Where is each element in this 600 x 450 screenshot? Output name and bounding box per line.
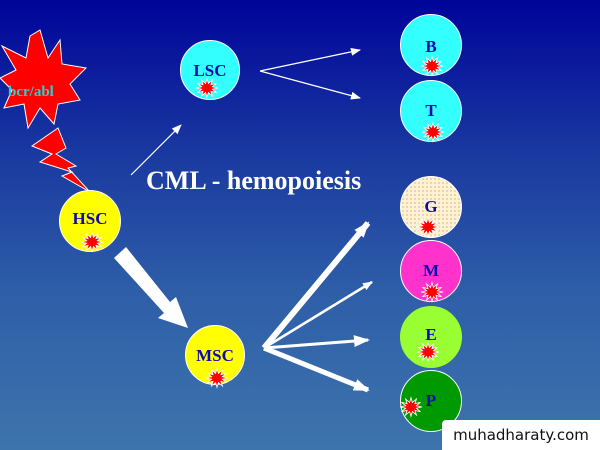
cell-t: T <box>400 80 462 142</box>
cell-t-label: T <box>425 101 437 120</box>
cell-b-label: B <box>425 37 437 56</box>
cell-msc: MSC <box>185 325 245 385</box>
arrow-lsc-to-b <box>259 47 361 72</box>
arrow-msc-to-e <box>263 335 370 350</box>
bcr-abl-label: bcr/abl <box>8 84 54 100</box>
arrow-hsc-to-lsc <box>130 124 182 176</box>
cell-m: M <box>400 240 462 302</box>
cell-m-label: M <box>422 261 440 280</box>
cell-g-label: G <box>424 197 438 216</box>
cell-g: G <box>400 176 462 238</box>
lightning-bolt-icon <box>30 127 91 193</box>
arrow-lsc-to-t <box>259 70 361 100</box>
cell-lsc-label: LSC <box>193 61 227 80</box>
cell-b: B <box>400 14 462 76</box>
cell-lsc: LSC <box>180 40 240 100</box>
diagram-title: CML - hemopoiesis <box>146 166 362 195</box>
cell-hsc-label: HSC <box>72 209 108 228</box>
watermark: muhadharaty.com <box>442 420 600 450</box>
cell-hsc: HSC <box>59 190 121 252</box>
cell-p-label: P <box>425 391 437 410</box>
bcr-abl-burst-icon <box>0 29 88 130</box>
cell-e: E <box>400 306 462 368</box>
arrow-msc-to-m <box>263 280 373 350</box>
cell-msc-label: MSC <box>196 346 234 365</box>
arrow-hsc-to-msc <box>114 247 188 328</box>
cell-e-label: E <box>425 325 437 344</box>
arrow-msc-to-p <box>263 345 370 393</box>
arrow-msc-to-g <box>261 221 371 350</box>
